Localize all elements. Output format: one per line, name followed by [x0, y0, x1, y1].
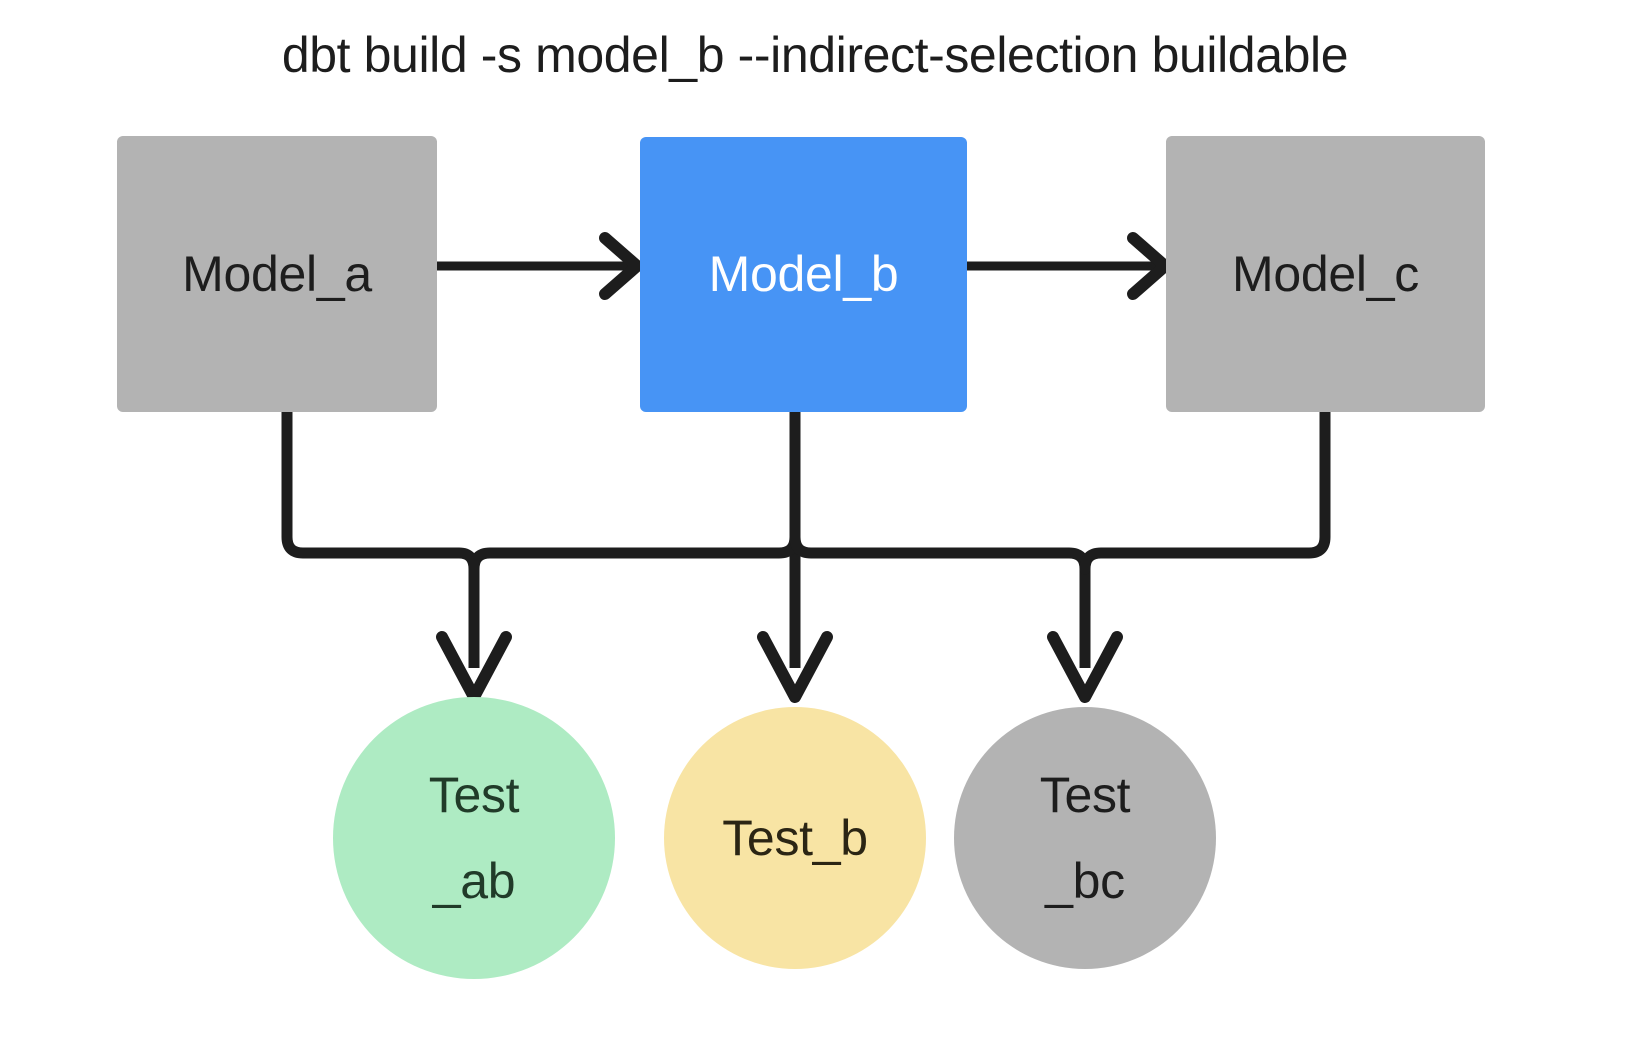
edge-model-c-to-test-bc: [1079, 406, 1331, 575]
edge-model-b-to-test-bc: [789, 536, 1123, 703]
node-test-ab-label-line1: Test: [428, 767, 520, 823]
node-test-bc-label-line1: Test: [1039, 767, 1131, 823]
node-model-b[interactable]: Model_b: [640, 137, 967, 412]
node-model-a-label: Model_a: [182, 245, 372, 302]
edge-model-a-to-model-b: [437, 232, 643, 300]
node-test-bc-label-line2: _bc: [1045, 853, 1125, 909]
node-model-c[interactable]: Model_c: [1166, 136, 1485, 412]
node-test-b[interactable]: Test_b: [664, 707, 926, 969]
node-model-a[interactable]: Model_a: [117, 136, 437, 412]
node-test-bc[interactable]: Test _bc: [954, 707, 1216, 969]
node-test-ab[interactable]: Test _ab: [333, 697, 615, 979]
node-model-c-label: Model_c: [1232, 245, 1419, 302]
diagram-title: dbt build -s model_b --indirect-selectio…: [281, 27, 1349, 83]
node-model-b-label: Model_b: [708, 246, 899, 302]
edge-model-b-to-model-c: [967, 232, 1171, 300]
edge-model-b-to-test-ab: [436, 536, 801, 703]
node-test-ab-label-line2: _ab: [432, 853, 516, 909]
edge-model-a-to-test-ab: [281, 406, 480, 575]
node-test-b-label-line1: Test_b: [722, 810, 868, 866]
